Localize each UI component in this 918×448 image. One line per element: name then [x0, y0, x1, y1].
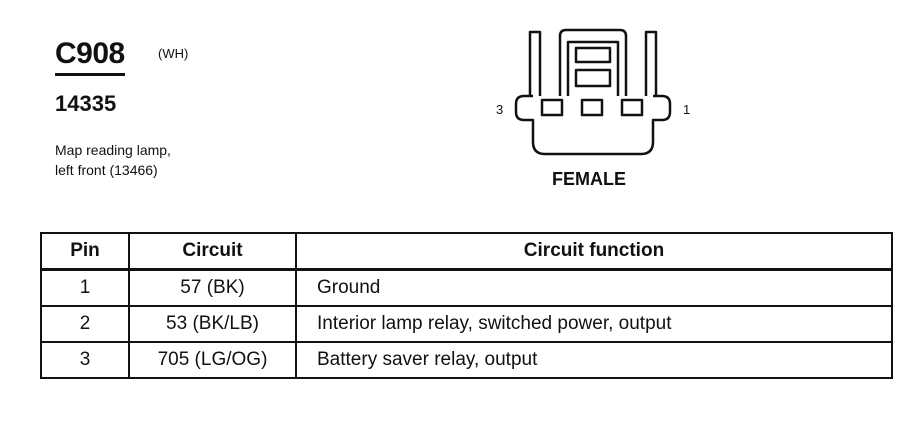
latch-window-lower — [574, 68, 612, 88]
description-line-2: left front (13466) — [55, 162, 158, 178]
description-line-1: Map reading lamp, — [55, 142, 171, 158]
pin-cell: 3 — [40, 341, 130, 379]
table-row: 2 53 (BK/LB) Interior lamp relay, switch… — [40, 305, 893, 343]
pin-cavity-1 — [620, 98, 644, 117]
connector-face-diagram: 3 1 — [496, 28, 690, 156]
latch-window-upper — [574, 46, 612, 64]
latch-frame — [558, 28, 628, 96]
table-header-row: Pin Circuit Circuit function — [40, 232, 893, 271]
column-header-circuit: Circuit — [128, 232, 297, 271]
connector-color-code: (WH) — [158, 46, 189, 61]
column-header-pin: Pin — [40, 232, 130, 271]
table-row: 1 57 (BK) Ground — [40, 268, 893, 307]
connector-housing — [514, 94, 672, 156]
column-header-function: Circuit function — [295, 232, 893, 271]
circuit-cell: 53 (BK/LB) — [128, 305, 297, 343]
circuit-cell: 705 (LG/OG) — [128, 341, 297, 379]
function-cell: Interior lamp relay, switched power, out… — [295, 305, 893, 343]
pin-cell: 1 — [40, 268, 130, 307]
latch-prong-right — [644, 30, 658, 96]
function-cell: Battery saver relay, output — [295, 341, 893, 379]
part-number: 14335 — [55, 91, 117, 116]
latch-prong-left — [528, 30, 542, 96]
connector-id: C908 — [55, 36, 125, 76]
table-row: 3 705 (LG/OG) Battery saver relay, outpu… — [40, 341, 893, 379]
pin-cavity-2 — [580, 98, 604, 117]
pin-number-3-label: 3 — [496, 102, 503, 117]
pin-table: Pin Circuit Circuit function 1 57 (BK) G… — [40, 232, 893, 379]
circuit-cell: 57 (BK) — [128, 268, 297, 307]
connector-gender-label: FEMALE — [552, 169, 626, 189]
pin-cavity-3 — [540, 98, 564, 117]
pin-cell: 2 — [40, 305, 130, 343]
connector-description: Map reading lamp, left front (13466) — [55, 140, 275, 180]
pin-number-1-label: 1 — [683, 102, 690, 117]
function-cell: Ground — [295, 268, 893, 307]
